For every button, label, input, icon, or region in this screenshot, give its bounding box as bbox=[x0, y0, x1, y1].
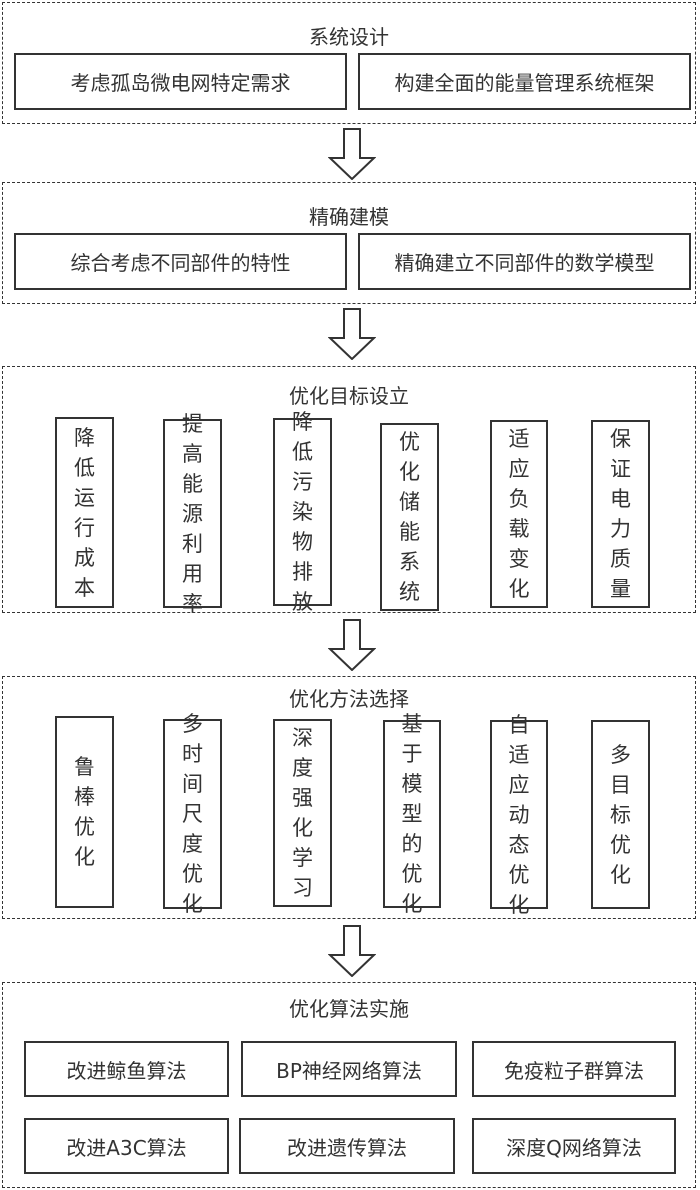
step-box: 综合考虑不同部件的特性 bbox=[14, 233, 347, 290]
method-label: 自适应动态优化 bbox=[508, 712, 530, 917]
goal-label: 提高能源利用率 bbox=[182, 411, 203, 616]
goal-box: 适应负载变化 bbox=[490, 420, 548, 608]
section-optimization-methods: 优化方法选择 鲁棒优化 多时间尺度优化 深度强化学习 基于模型的优化 自适应动态… bbox=[2, 676, 696, 919]
algorithm-box: 改进A3C算法 bbox=[24, 1118, 229, 1174]
method-label: 基于模型的优化 bbox=[401, 712, 423, 916]
method-label: 鲁棒优化 bbox=[74, 755, 95, 869]
goal-box: 降低运行成本 bbox=[55, 417, 114, 608]
algorithm-box: BP神经网络算法 bbox=[241, 1041, 457, 1097]
algorithm-box: 免疫粒子群算法 bbox=[472, 1041, 676, 1097]
method-label: 多时间尺度优化 bbox=[182, 712, 203, 916]
algorithm-box: 深度Q网络算法 bbox=[472, 1118, 676, 1174]
method-box: 自适应动态优化 bbox=[490, 713, 548, 917]
down-arrow-icon bbox=[328, 925, 376, 977]
section-optimization-goals: 优化目标设立 降低运行成本 提高能源利用率 降低污染物排放 优化储能系统 适应负… bbox=[2, 366, 696, 616]
goal-label: 保证电力质量 bbox=[610, 427, 631, 601]
algorithm-box: 改进遗传算法 bbox=[239, 1118, 455, 1174]
step-box: 精确建立不同部件的数学模型 bbox=[358, 233, 691, 290]
goal-box: 优化储能系统 bbox=[380, 423, 439, 611]
down-arrow-icon bbox=[328, 308, 376, 360]
section-title: 优化方法选择 bbox=[289, 687, 409, 711]
section-title: 优化目标设立 bbox=[289, 384, 409, 408]
method-box: 鲁棒优化 bbox=[55, 716, 114, 908]
method-box: 基于模型的优化 bbox=[383, 712, 441, 916]
section-title: 系统设计 bbox=[309, 25, 389, 49]
goal-label: 适应负载变化 bbox=[508, 427, 530, 601]
goal-box: 提高能源利用率 bbox=[163, 412, 222, 616]
down-arrow-icon bbox=[328, 619, 376, 671]
section-algorithm-implementation: 优化算法实施 改进鲸鱼算法 BP神经网络算法 免疫粒子群算法 改进A3C算法 改… bbox=[2, 982, 696, 1188]
goal-label: 降低污染物排放 bbox=[292, 410, 313, 614]
method-box: 多目标优化 bbox=[591, 720, 650, 909]
method-label: 多目标优化 bbox=[610, 742, 631, 887]
method-box: 多时间尺度优化 bbox=[163, 712, 222, 916]
section-precise-modeling: 精确建模 综合考虑不同部件的特性 精确建立不同部件的数学模型 bbox=[2, 182, 696, 304]
section-system-design: 系统设计 考虑孤岛微电网特定需求 构建全面的能量管理系统框架 bbox=[2, 2, 696, 124]
goal-box: 保证电力质量 bbox=[591, 420, 650, 608]
method-label: 深度强化学习 bbox=[292, 726, 313, 900]
method-box: 深度强化学习 bbox=[273, 719, 332, 907]
step-box: 考虑孤岛微电网特定需求 bbox=[14, 53, 347, 110]
algorithm-box: 改进鲸鱼算法 bbox=[24, 1041, 229, 1097]
section-title: 优化算法实施 bbox=[289, 997, 409, 1021]
goal-label: 降低运行成本 bbox=[74, 425, 95, 600]
step-box: 构建全面的能量管理系统框架 bbox=[358, 53, 691, 110]
goal-label: 优化储能系统 bbox=[399, 430, 420, 604]
section-title: 精确建模 bbox=[309, 205, 389, 229]
down-arrow-icon bbox=[328, 128, 376, 180]
goal-box: 降低污染物排放 bbox=[273, 410, 332, 614]
